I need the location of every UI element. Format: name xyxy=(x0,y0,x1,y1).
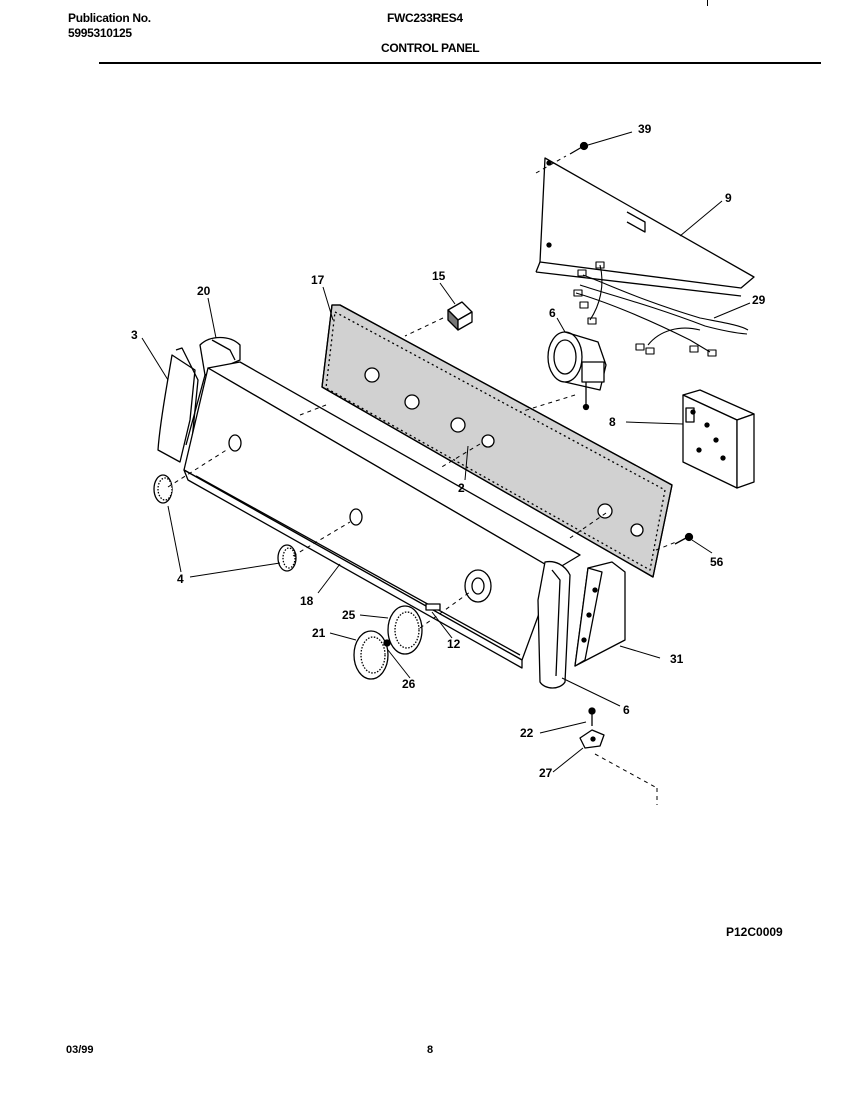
overlay-panel-part xyxy=(321,304,673,578)
callout-39: 39 xyxy=(638,122,652,136)
callout-2: 2 xyxy=(458,481,465,495)
callout-25: 25 xyxy=(342,608,356,622)
publication-number: 5995310125 xyxy=(68,26,132,40)
page-number: 8 xyxy=(427,1044,434,1056)
callout-22: 22 xyxy=(520,726,534,740)
knob-part-4-center xyxy=(277,544,297,572)
section-title: CONTROL PANEL xyxy=(381,41,480,55)
corner-tick xyxy=(707,0,708,6)
callout-29: 29 xyxy=(752,293,766,307)
callout-9: 9 xyxy=(725,191,732,205)
wiring-harness-part xyxy=(573,261,749,357)
callout-26: 26 xyxy=(402,677,416,691)
knob-part-21 xyxy=(353,630,389,680)
callout-31: 31 xyxy=(670,652,684,666)
callout-20: 20 xyxy=(197,284,211,298)
rear-panel-part xyxy=(535,157,755,297)
callout-12: 12 xyxy=(447,637,461,651)
left-end-cap-part xyxy=(157,336,241,463)
right-end-cap-part xyxy=(537,560,571,689)
clip-part-27 xyxy=(579,729,605,749)
diagram-code: P12C0009 xyxy=(726,925,783,939)
switch-box-part xyxy=(682,389,755,489)
callout-6-end-cap: 6 xyxy=(623,703,630,717)
callout-labels: 39 9 29 15 17 20 3 6 8 2 56 4 18 25 21 1… xyxy=(131,122,766,780)
timer-part xyxy=(547,331,607,411)
callout-56: 56 xyxy=(710,555,724,569)
callout-4: 4 xyxy=(177,572,184,586)
indicator-light-part xyxy=(447,301,473,331)
callout-15: 15 xyxy=(432,269,446,283)
model-number: FWC233RES4 xyxy=(387,11,463,25)
callout-6-timer: 6 xyxy=(549,306,556,320)
callout-21: 21 xyxy=(312,626,326,640)
screw-part-56 xyxy=(674,532,694,545)
knob-part-25 xyxy=(387,605,423,655)
callout-18: 18 xyxy=(300,594,314,608)
right-bracket-part xyxy=(574,561,626,667)
revision-date: 03/99 xyxy=(66,1044,94,1056)
screw-part-39 xyxy=(569,141,589,155)
callout-17: 17 xyxy=(311,273,325,287)
header-rule xyxy=(99,62,821,64)
callout-8: 8 xyxy=(609,415,616,429)
knob-part-4-left xyxy=(153,474,173,504)
screw-part-22 xyxy=(588,707,596,726)
callout-3: 3 xyxy=(131,328,138,342)
knob-clip-part-26 xyxy=(383,639,391,647)
callout-27: 27 xyxy=(539,766,553,780)
publication-label: Publication No. xyxy=(68,11,151,25)
